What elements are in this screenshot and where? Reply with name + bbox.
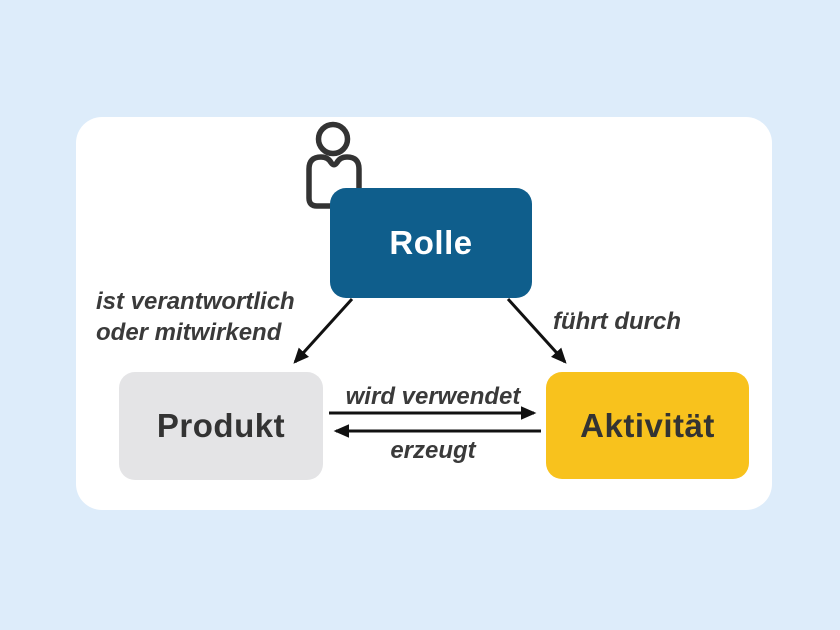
node-rolle-label: Rolle: [389, 224, 473, 261]
edge-label-wird-verwendet: wird verwendet: [345, 383, 521, 410]
person-icon: [306, 121, 362, 209]
edge-label-fuehrt-durch: führt durch: [553, 308, 681, 335]
node-rolle: Rolle: [330, 188, 532, 298]
person-head: [315, 121, 351, 157]
node-produkt-label: Produkt: [156, 407, 286, 444]
node-aktivitaet: Aktivität: [546, 372, 749, 479]
person-body: [306, 154, 362, 209]
edge-label-verantwortlich-line2: oder mitwirkend: [96, 319, 282, 346]
node-aktivitaet-label: Aktivität: [580, 406, 715, 444]
edge-label-verantwortlich: ist verantwortlich oder mitwirkend: [96, 286, 295, 348]
edge-label-verantwortlich-line1: ist verantwortlich: [96, 288, 295, 315]
edge-label-erzeugt: erzeugt: [390, 437, 476, 464]
node-produkt: Produkt: [119, 372, 323, 480]
